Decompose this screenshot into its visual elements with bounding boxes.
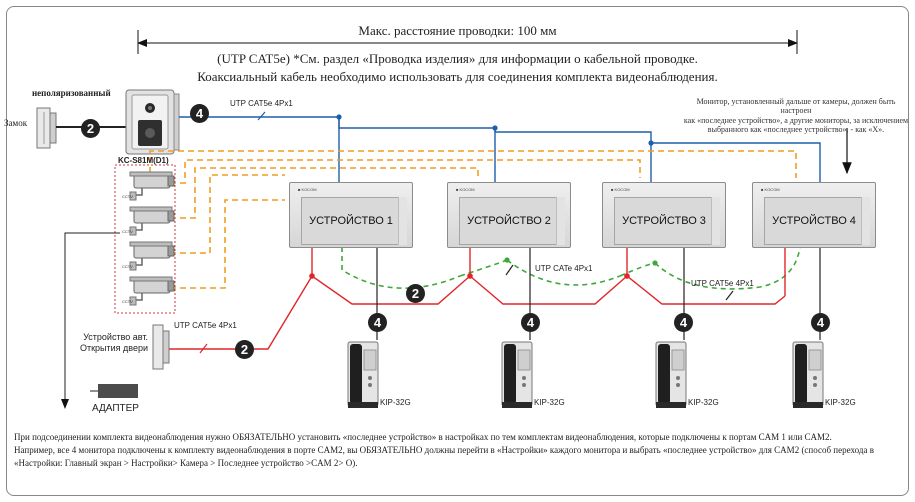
cctv-camera-label: CCTV	[122, 229, 133, 234]
monitor-unit: ■ KOCOM УСТРОЙСТВО 3	[602, 182, 726, 248]
cable-label-top: UTP CAT5e 4Px1	[230, 99, 293, 108]
intercom-phone	[347, 341, 379, 408]
intercom-phone	[501, 341, 533, 408]
door-station-model: KC-S81M(D1)	[118, 156, 169, 165]
blue-bus	[179, 116, 821, 185]
adapter-device	[98, 384, 138, 398]
wire-count-badge: 2	[235, 340, 254, 359]
cctv-camera: CCTV	[122, 276, 175, 306]
note-line-1: Монитор, установленный дальше от камеры,…	[696, 97, 896, 116]
cable-slash-right	[725, 290, 734, 301]
monitor-unit: ■ KOCOM УСТРОЙСТВО 1	[289, 182, 413, 248]
wire-count-badge: 4	[811, 313, 830, 332]
monitor-screen-label: УСТРОЙСТВО 3	[614, 197, 714, 245]
blue-junctions	[336, 114, 654, 146]
intercom-phone	[792, 341, 824, 408]
wire-count-badge: 4	[521, 313, 540, 332]
wire-count-badge: 4	[190, 104, 209, 123]
wire-count-badge: 2	[406, 284, 425, 303]
cctv-camera-label: CCTV	[122, 264, 133, 269]
note-line-3: выбранного как «последнее устройство», -…	[707, 125, 885, 135]
adapter-label: АДАПТЕР	[92, 403, 139, 414]
cctv-camera-label: CCTV	[122, 194, 133, 199]
lock-device	[36, 107, 57, 149]
adapter-lead	[61, 232, 120, 409]
door-opener-line-1: Устройство авт.	[83, 332, 148, 342]
unpolarized-label: неполяризованный	[32, 88, 111, 98]
footer-paragraph-2: Например, все 4 монитора подключены к ко…	[14, 444, 874, 468]
door-opener-line-2: Открытия двери	[79, 342, 148, 353]
cctv-camera-label: CCTV	[122, 299, 133, 304]
monitor-side-panel	[556, 197, 565, 245]
phone-wires	[376, 247, 821, 340]
monitor-screen-label: УСТРОЙСТВО 4	[764, 197, 864, 245]
last-device-note: Монитор, установленный дальше от камеры,…	[683, 97, 909, 135]
monitor-logo: ■ KOCOM	[611, 187, 630, 192]
monitor-side-panel	[861, 197, 870, 245]
monitor-side-panel	[398, 197, 407, 245]
door-station	[125, 89, 180, 155]
red-wire	[168, 247, 786, 350]
cable-note-2: Коаксиальный кабель необходимо использов…	[197, 69, 718, 84]
monitor-unit: ■ KOCOM УСТРОЙСТВО 2	[447, 182, 571, 248]
door-opener-device	[152, 324, 170, 370]
cable-slash-middle	[505, 264, 514, 276]
cable-slash-door	[199, 343, 208, 354]
monitor-side-panel	[711, 197, 720, 245]
phone-model-label: KIP-32G	[380, 398, 411, 407]
cctv-camera: CCTV	[122, 241, 175, 271]
cable-label-middle: UTP CATe 4Px1	[535, 264, 593, 273]
monitor-screen-label: УСТРОЙСТВО 1	[301, 197, 401, 245]
door-opener-label: Устройство авт. Открытия двери	[68, 332, 148, 354]
monitor-screen-label: УСТРОЙСТВО 2	[459, 197, 559, 245]
camera-group	[114, 164, 176, 314]
monitor-logo: ■ KOCOM	[456, 187, 475, 192]
monitor-unit: ■ KOCOM УСТРОЙСТВО 4	[752, 182, 876, 248]
green-junctions	[504, 257, 658, 266]
cable-label-door: UTP CAT5e 4Px1	[174, 321, 237, 330]
wire-count-badge: 4	[674, 313, 693, 332]
diagram-frame	[6, 6, 909, 496]
monitor-logo: ■ KOCOM	[298, 187, 317, 192]
red-junctions	[309, 273, 630, 279]
cable-slash-top	[257, 111, 266, 121]
wire-count-badge: 4	[368, 313, 387, 332]
distance-label: Макс. расстояние проводки: 100 мм	[358, 23, 557, 38]
cctv-camera: CCTV	[122, 171, 175, 201]
intercom-phone	[655, 341, 687, 408]
coax-lines	[149, 150, 797, 289]
wire-count-badge: 2	[81, 119, 100, 138]
phone-model-label: KIP-32G	[688, 398, 719, 407]
cctv-camera: CCTV	[122, 206, 175, 236]
lock-label: Замок	[4, 118, 28, 128]
footer-paragraph-1: При подсоединении комплекта видеонаблюде…	[14, 432, 832, 442]
phone-model-label: KIP-32G	[534, 398, 565, 407]
monitor-logo: ■ KOCOM	[761, 187, 780, 192]
cable-note-1: (UTP CAT5e) *См. раздел «Проводка издели…	[217, 51, 698, 66]
footer-notes: При подсоединении комплекта видеонаблюде…	[14, 431, 894, 469]
cable-label-right: UTP CAT5e 4Px1	[691, 279, 754, 288]
phone-model-label: KIP-32G	[825, 398, 856, 407]
note-line-2: как «последнее устройство», а другие мон…	[683, 115, 909, 125]
